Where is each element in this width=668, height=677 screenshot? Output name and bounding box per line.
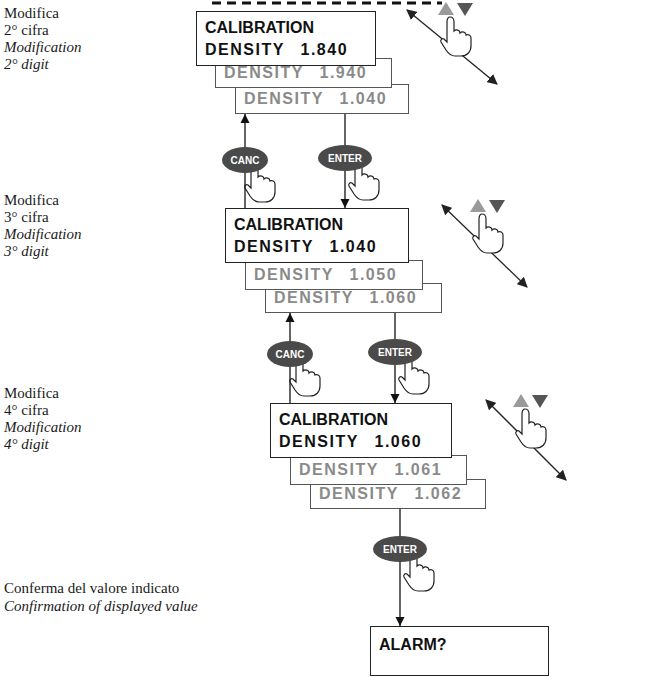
up-key [470, 199, 486, 212]
display-text: DENSITY 1.060 [274, 287, 433, 309]
display-text: DENSITY 1.060 [279, 431, 443, 453]
key-label: ENTER [378, 347, 412, 358]
lcd-screen: DENSITY 1.050 [245, 260, 423, 290]
scroll-double-arrow [486, 400, 566, 480]
key-label: ENTER [383, 544, 417, 555]
key-button: CANC [267, 341, 313, 367]
display-text: ALARM? [379, 634, 540, 656]
key-button: CANC [222, 147, 268, 173]
step-note: Modification 3° digit [4, 226, 96, 260]
down-key [457, 3, 473, 16]
flow-arrow [394, 365, 395, 403]
down-key [532, 395, 548, 408]
lcd-screen: ALARM? [370, 626, 549, 676]
down-key [489, 200, 505, 213]
lcd-screen: DENSITY 1.040 [235, 84, 409, 114]
display-text: DENSITY 1.040 [234, 236, 400, 258]
display-text: DENSITY 1.062 [319, 483, 477, 505]
display-text: DENSITY 1.040 [244, 88, 400, 110]
flow-arrow [244, 114, 245, 147]
flow-arrow [344, 114, 345, 145]
display-text: DENSITY 1.840 [205, 39, 367, 61]
lcd-screen: CALIBRATIONDENSITY 1.840 [196, 11, 376, 66]
hand-icon [441, 17, 471, 56]
up-key [513, 394, 529, 407]
key-label: CANC [276, 349, 305, 360]
hand-icon [516, 409, 546, 448]
lcd-screen: CALIBRATIONDENSITY 1.060 [270, 403, 452, 458]
step-note: Modification 4° digit [4, 419, 96, 453]
scroll-double-arrow [407, 10, 497, 84]
flow-arrow [399, 509, 400, 536]
display-text: CALIBRATION [234, 214, 400, 236]
display-text: DENSITY 1.050 [254, 264, 414, 286]
flow-arrow [394, 313, 395, 339]
key-label: ENTER [328, 153, 362, 164]
step-note: Modification 2° digit [4, 39, 96, 73]
flow-arrow [289, 313, 290, 341]
key-button: ENTER [368, 339, 422, 365]
flow-arrow [399, 562, 400, 626]
step-note: Modifica 3° cifra [4, 192, 76, 226]
up-key [438, 2, 454, 15]
key-button: ENTER [373, 536, 427, 562]
lcd-screen: DENSITY 1.061 [290, 455, 467, 485]
step-note: Confirmation of displayed value [4, 598, 198, 615]
scroll-double-arrow [442, 205, 527, 287]
flow-arrow [289, 367, 290, 403]
flow-arrow [244, 173, 245, 208]
key-button: ENTER [318, 145, 372, 171]
display-text: CALIBRATION [205, 17, 367, 39]
flow-arrow [344, 171, 345, 208]
step-note: Modifica 4° cifra [4, 385, 76, 419]
display-text: CALIBRATION [279, 409, 443, 431]
step-note: Modifica 2° cifra [4, 5, 76, 39]
step-note: Conferma del valore indicato [4, 580, 179, 597]
hand-icon [473, 214, 503, 253]
key-label: CANC [231, 155, 260, 166]
lcd-screen: CALIBRATIONDENSITY 1.040 [225, 208, 409, 263]
dashed-line [212, 2, 442, 5]
display-text: DENSITY 1.061 [299, 459, 458, 481]
